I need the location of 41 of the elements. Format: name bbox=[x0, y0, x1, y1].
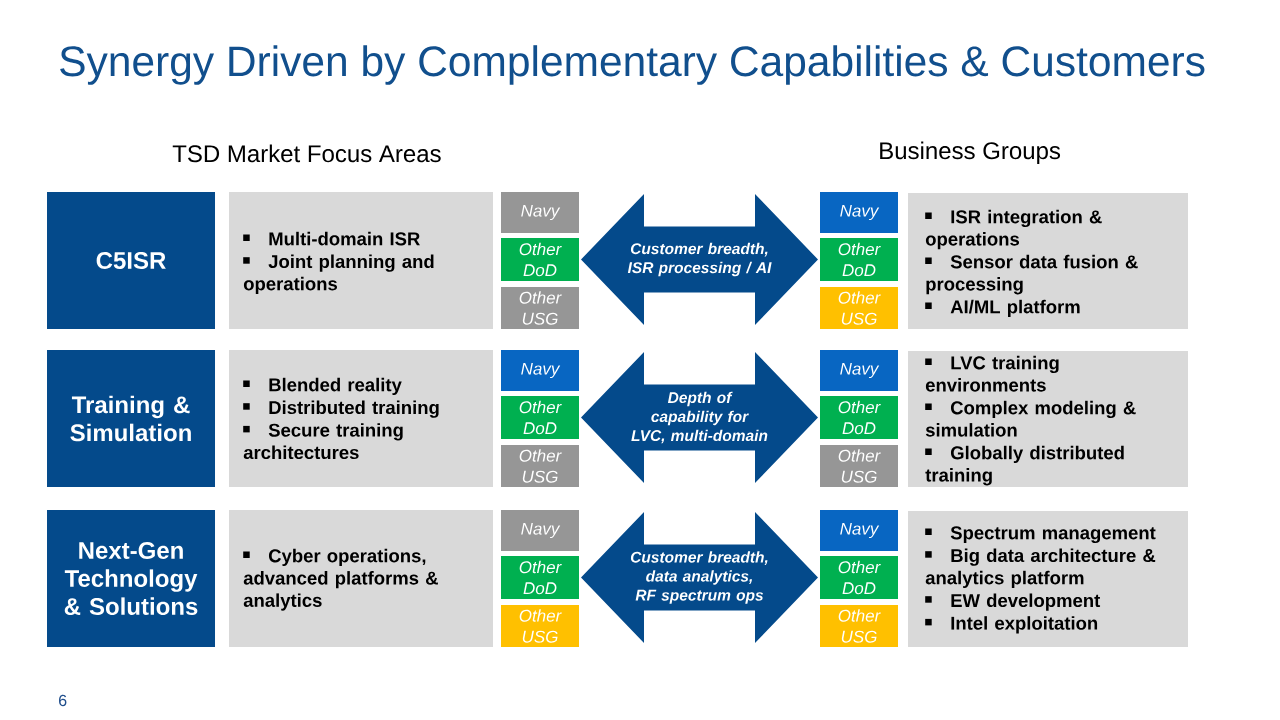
bullet-item: EW development bbox=[925, 593, 1101, 611]
bullet-item: AI/ML platform bbox=[925, 299, 1080, 318]
customer-box: Other DoD bbox=[501, 556, 579, 599]
column-heading: Business Groups bbox=[880, 141, 1061, 164]
customer-box: Other DoD bbox=[820, 396, 898, 439]
bullet-item: Blended reality bbox=[243, 377, 402, 396]
bullet-item: Cyber operations, advanced platforms & analytics bbox=[243, 548, 438, 611]
category-box: Next-Gen Technology & Solutions bbox=[47, 510, 215, 647]
bullet-item: Intel exploitation bbox=[925, 616, 1098, 634]
customer-box: Other DoD bbox=[820, 556, 898, 599]
customer-box: Other USG bbox=[820, 445, 898, 487]
customer-box: Navy bbox=[501, 510, 579, 551]
customer-box: Navy bbox=[820, 192, 898, 233]
bullet-item: Multi-domain ISR bbox=[243, 231, 420, 246]
customer-box: Other USG bbox=[501, 445, 579, 487]
customer-box: Other USG bbox=[820, 605, 898, 647]
customer-box: Navy bbox=[501, 192, 579, 233]
customer-box: Other DoD bbox=[820, 238, 898, 281]
bullet-item: Spectrum management bbox=[925, 526, 1156, 544]
bullet-item: Joint planning and operations bbox=[243, 254, 434, 295]
customer-box: Navy bbox=[501, 350, 579, 391]
customer-box: Other USG bbox=[820, 287, 898, 329]
category-box: C5ISR bbox=[47, 192, 215, 329]
bullet-item: Complex modeling & simulation bbox=[925, 400, 1136, 437]
customer-box: Other USG bbox=[501, 605, 579, 647]
customer-box: Navy bbox=[820, 510, 898, 551]
bullet-item: Globally distributed training bbox=[925, 445, 1124, 486]
bullet-item: Secure training architectures bbox=[243, 423, 403, 460]
bullet-item: LVC training environments bbox=[925, 355, 1059, 392]
page-number: 6 bbox=[59, 694, 67, 707]
column-heading: TSD Market Focus Areas bbox=[172, 144, 441, 163]
customer-box: Navy bbox=[820, 350, 898, 391]
customer-box: Other DoD bbox=[501, 396, 579, 439]
slide-title: Synergy Driven by Complementary Capabilities & Customers bbox=[60, 45, 1205, 85]
bullet-item: Big data architecture & analytics platform bbox=[925, 548, 1156, 589]
bullet-item: ISR integration & operations bbox=[925, 209, 1102, 250]
bullet-item: Sensor data fusion & processing bbox=[925, 254, 1138, 295]
category-box: Training & Simulation bbox=[47, 350, 215, 487]
customer-box: Other DoD bbox=[501, 238, 579, 281]
customer-box: Other USG bbox=[501, 287, 579, 329]
bullet-item: Distributed training bbox=[243, 400, 439, 418]
